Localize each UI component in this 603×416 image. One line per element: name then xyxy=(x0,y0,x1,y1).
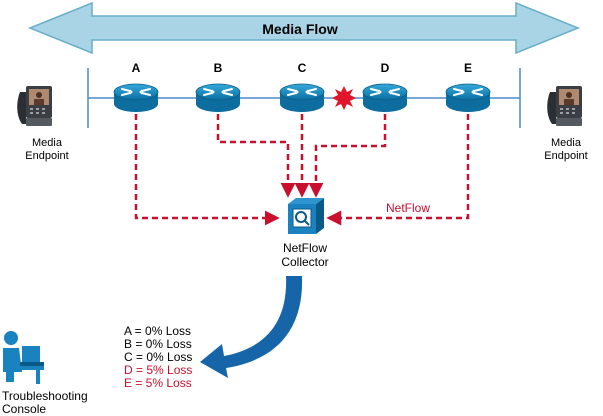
endpoint-right-line2: Endpoint xyxy=(544,150,587,162)
router-icon-b xyxy=(195,83,241,113)
collector-label-line1: NetFlow xyxy=(283,241,327,255)
router-icon-a xyxy=(113,83,159,113)
media-flow-label: Media Flow xyxy=(262,21,338,37)
loss-report-line-d: D = 5% Loss xyxy=(124,363,192,377)
collector-label-line2: Collector xyxy=(281,255,328,269)
loss-report-line-a: A = 0% Loss xyxy=(124,324,191,338)
router-label-c: C xyxy=(298,61,307,75)
endpoint-left-line2: Endpoint xyxy=(25,150,68,162)
phone-icon-right xyxy=(547,86,582,126)
media-flow-banner xyxy=(27,1,581,55)
router-icon-e xyxy=(445,83,491,113)
netflow-arrow-b xyxy=(216,114,296,198)
router-label-e: E xyxy=(464,61,472,75)
console-label-line1: Troubleshooting xyxy=(2,389,88,403)
console-label-line2: Console xyxy=(2,402,46,416)
netflow-arrow-d xyxy=(308,114,387,198)
netflow-arrow-e xyxy=(326,114,470,226)
report-arrow xyxy=(200,276,303,378)
router-icon-d xyxy=(362,83,408,113)
netflow-arrow-a xyxy=(134,114,280,226)
router-label-b: B xyxy=(214,61,223,75)
phone-icon-left xyxy=(17,86,52,126)
endpoint-left-line1: Media xyxy=(32,137,63,149)
collector-icon xyxy=(288,198,324,234)
router-label-a: A xyxy=(132,61,141,75)
loss-report-line-c: C = 0% Loss xyxy=(124,350,192,364)
netflow-label: NetFlow xyxy=(386,201,430,215)
router-icon-c xyxy=(279,83,325,113)
loss-report-line-b: B = 0% Loss xyxy=(124,337,192,351)
loss-report-line-e: E = 5% Loss xyxy=(124,376,192,390)
fault-burst-icon xyxy=(332,86,356,110)
router-label-d: D xyxy=(381,61,390,75)
endpoint-right-line1: Media xyxy=(551,137,582,149)
console-workstation-icon xyxy=(3,331,44,384)
